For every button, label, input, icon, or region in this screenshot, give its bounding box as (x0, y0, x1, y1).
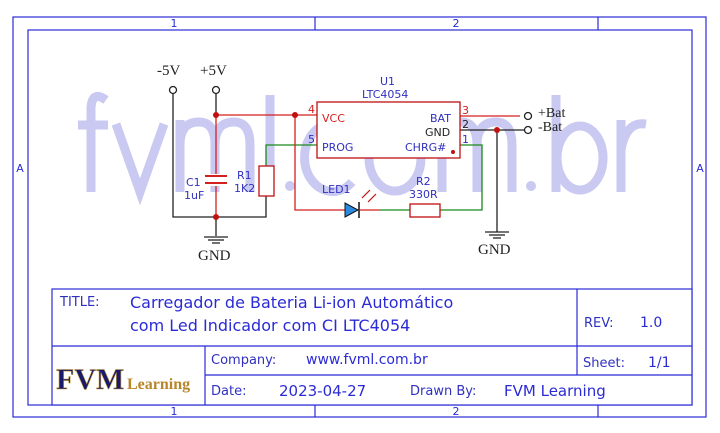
terminal-bat-neg (523, 125, 533, 135)
c1-ref: C1 (186, 176, 201, 189)
rev-value: 1.0 (640, 315, 662, 331)
border-row-a-left: A (16, 162, 24, 175)
label-gnd-left: GND (198, 248, 231, 264)
pin-num-3: 3 (462, 104, 469, 117)
ic-u1 (316, 101, 461, 159)
sheet-value: 1/1 (648, 355, 671, 371)
c1-value: 1uF (184, 189, 204, 202)
border-row-a-right: A (696, 162, 704, 175)
pin-num-2: 2 (462, 118, 469, 131)
resistor-r2 (409, 203, 441, 218)
drawn-by-value: FVM Learning (504, 382, 606, 400)
title-label: TITLE: (59, 295, 100, 310)
title-block (51, 288, 693, 406)
label-bat-pos: +Bat (538, 106, 565, 121)
terminal-bat-pos (523, 111, 533, 121)
company-value: www.fvml.com.br (306, 352, 428, 368)
r2-value: 330R (409, 188, 438, 201)
company-label: Company: (211, 353, 276, 368)
title-line-1: Carregador de Bateria Li-ion Automático (130, 293, 453, 312)
wires (172, 94, 524, 236)
pin-num-4: 4 (308, 103, 315, 116)
terminal-neg5v (168, 85, 178, 95)
drawn-by-label: Drawn By: (410, 384, 476, 399)
fvm-learning-logo: FVM Learning (56, 363, 190, 397)
pin-chrg: CHRG# (405, 141, 446, 154)
gnd-symbol-left (204, 236, 228, 244)
led1-ref: LED1 (322, 183, 351, 196)
pin-prog: PROG (322, 141, 353, 154)
u1-ref: U1 (380, 75, 395, 88)
border-col-2-bottom: 2 (453, 405, 460, 418)
r1-value: 1K2 (234, 182, 255, 195)
date-value: 2023-04-27 (279, 382, 366, 400)
border-col-2-top: 2 (453, 17, 460, 30)
junctions (213, 112, 500, 220)
sheet-label: Sheet: (583, 356, 625, 371)
label-gnd-right: GND (478, 242, 511, 258)
pin-gnd: GND (425, 126, 450, 139)
gnd-symbol-right (485, 231, 509, 239)
pin-vcc: VCC (322, 112, 345, 125)
pin-num-5: 5 (308, 133, 315, 146)
date-label: Date: (211, 384, 246, 399)
svg-text:FVM: FVM (56, 363, 124, 396)
terminal-pos5v (211, 85, 221, 95)
label-neg5v: -5V (157, 63, 180, 79)
label-bat-neg: -Bat (538, 120, 562, 135)
border-col-1-bottom: 1 (171, 405, 178, 418)
pin-num-1: 1 (462, 133, 469, 146)
u1-value: LTC4054 (362, 88, 408, 101)
label-pos5v: +5V (200, 63, 227, 79)
r2-ref: R2 (416, 175, 431, 188)
capacitor-c1 (205, 174, 227, 186)
r1-ref: R1 (237, 169, 252, 182)
border-col-1-top: 1 (171, 17, 178, 30)
rev-label: REV: (584, 316, 613, 331)
pin-bat: BAT (430, 112, 451, 125)
led-icon (344, 189, 377, 218)
title-line-2: com Led Indicador com CI LTC4054 (130, 316, 410, 335)
resistor-r1 (258, 165, 275, 197)
svg-text:Learning: Learning (127, 376, 190, 393)
